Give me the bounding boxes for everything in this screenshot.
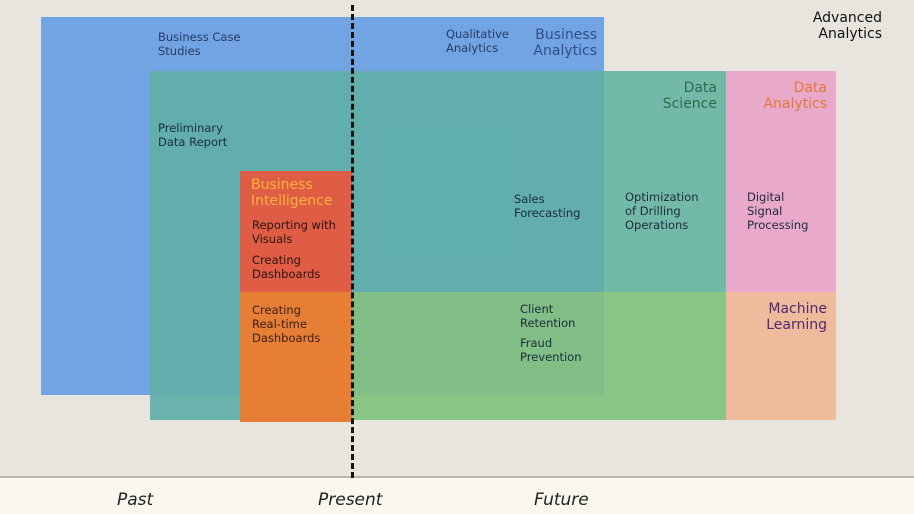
creating-dashboards: Creating Dashboards: [252, 253, 321, 281]
business-intelligence-region: [240, 171, 352, 292]
sales-forecasting: Sales Forecasting: [514, 192, 581, 220]
machine-learning-title: Machine Learning: [766, 301, 827, 333]
creating-realtime-dashboards: Creating Real-time Dashboards: [252, 303, 321, 345]
timeline-past: Past: [117, 490, 154, 510]
business-analytics-title: Business Analytics: [533, 27, 597, 59]
data-science-title: Data Science: [662, 80, 717, 112]
preliminary-data-report: Preliminary Data Report: [158, 121, 228, 149]
reporting-with-visuals: Reporting with Visuals: [252, 218, 336, 246]
client-retention: Client Retention: [520, 302, 576, 330]
fraud-prevention: Fraud Prevention: [520, 336, 582, 364]
qualitative-analytics: Qualitative Analytics: [446, 27, 509, 55]
bi-realtime-region: [240, 292, 352, 422]
present-divider-line: [351, 5, 354, 478]
timeline-band: [0, 476, 914, 514]
business-case-studies: Business Case Studies: [158, 30, 241, 58]
timeline-future: Future: [534, 490, 589, 510]
optimization-drilling: Optimization of Drilling Operations: [625, 190, 699, 232]
timeline-present: Present: [318, 490, 383, 510]
data-analytics-title: Data Analytics: [763, 80, 827, 112]
business-intelligence-title: Business Intelligence: [251, 177, 333, 209]
data-analytics-region: [726, 71, 836, 292]
ml-ba-overlap-region: [352, 292, 604, 395]
machine-learning-region: [726, 292, 836, 420]
advanced-analytics-title: Advanced Analytics: [812, 10, 882, 42]
digital-signal-processing: Digital Signal Processing: [747, 190, 809, 232]
